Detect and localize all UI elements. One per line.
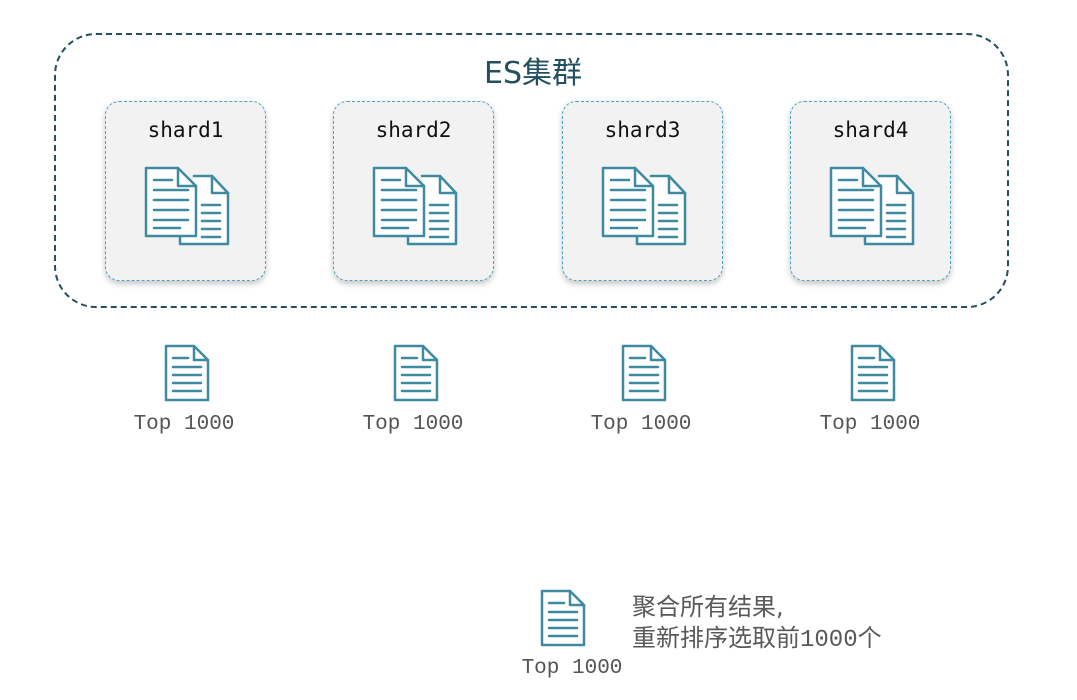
shard-result-3: Top 1000 [571, 344, 711, 444]
documents-icon [372, 166, 458, 246]
note-prefix: 重新排序选取前 [632, 624, 800, 652]
aggregate-note-line-1: 聚合所有结果, [632, 593, 784, 621]
shard-box-2: shard2 [333, 101, 494, 281]
shard-box-3: shard3 [562, 101, 723, 281]
document-icon [540, 589, 586, 647]
document-icon [621, 344, 667, 402]
shard-label: shard2 [375, 118, 452, 142]
shard-label: shard1 [147, 118, 224, 142]
shard-result-1: Top 1000 [114, 344, 254, 444]
note-suffix: 个 [857, 624, 882, 652]
shard-label: shard4 [832, 118, 909, 142]
shard-result-4: Top 1000 [800, 344, 940, 444]
documents-icon [829, 166, 915, 246]
shard-box-4: shard4 [790, 101, 951, 281]
shard-label: shard3 [604, 118, 681, 142]
final-top-1000-label: Top 1000 [521, 657, 623, 680]
es-cluster-boundary [54, 33, 1009, 308]
shard-box-1: shard1 [105, 101, 266, 281]
documents-icon [144, 166, 230, 246]
document-icon [850, 344, 896, 402]
document-icon [393, 344, 439, 402]
top-1000-label: Top 1000 [133, 413, 235, 436]
documents-icon [601, 166, 687, 246]
cluster-title: ES集群 [484, 56, 582, 91]
top-1000-label: Top 1000 [590, 413, 692, 436]
note-number: 1000 [800, 627, 858, 654]
shard-result-2: Top 1000 [343, 344, 483, 444]
aggregate-note: 聚合所有结果, 重新排序选取前1000个 [632, 592, 1072, 656]
document-icon [164, 344, 210, 402]
top-1000-label: Top 1000 [362, 413, 464, 436]
aggregate-note-line-2: 重新排序选取前1000个 [632, 623, 1072, 656]
top-1000-label: Top 1000 [819, 413, 921, 436]
